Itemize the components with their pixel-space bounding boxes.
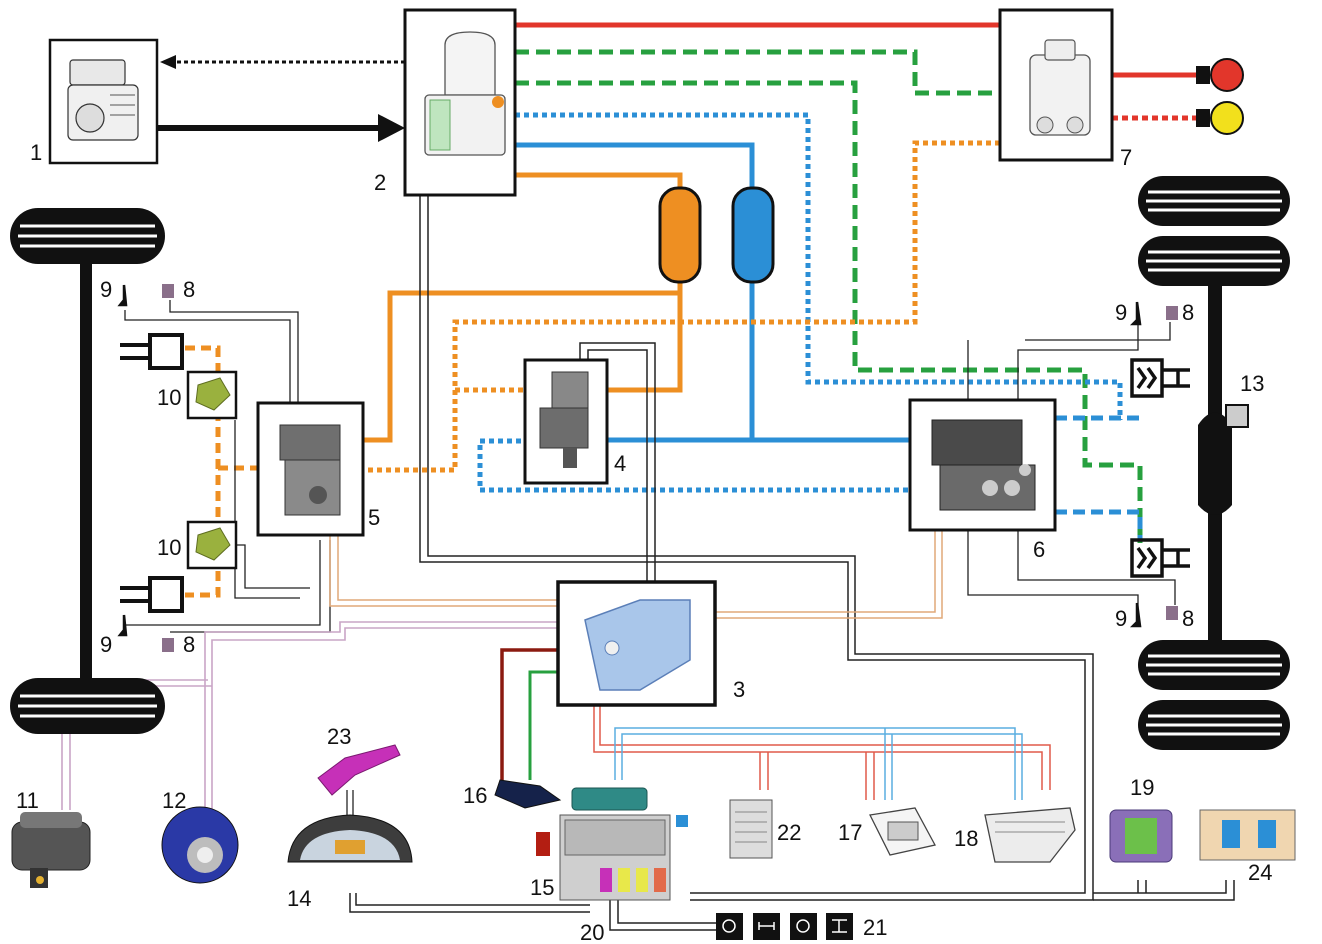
wear-sensor-rear-top (1166, 306, 1178, 320)
front-axle-modulator (258, 403, 363, 535)
label-21: 21 (863, 915, 887, 940)
blue-dotted-line-b (1055, 418, 1145, 540)
label-7: 7 (1120, 145, 1132, 170)
rear-spring-chamber-bottom (1132, 540, 1190, 576)
blue-wire-lower (615, 728, 1022, 800)
wear-sensor-rear-bottom (1166, 606, 1178, 620)
label-4: 4 (614, 451, 626, 476)
signal-line-d (1093, 880, 1234, 900)
wear-sensor-front-bottom (162, 638, 174, 652)
label-10-bottom: 10 (157, 535, 181, 560)
rear-axle-modulator (910, 400, 1055, 530)
modulator-link-front (330, 535, 560, 606)
control-module-18 (985, 808, 1075, 862)
label-10-top: 10 (157, 385, 181, 410)
label-9-rt: 9 (1115, 300, 1127, 325)
control-module-19 (1110, 810, 1172, 862)
speed-sensor-rear-top (1133, 302, 1140, 324)
front-wheel-bottom (10, 678, 165, 734)
brake-signal-transmitter-icon (12, 812, 90, 888)
rear-spring-chamber-top (1132, 360, 1190, 396)
dashboard-module-16 (495, 780, 560, 808)
label-8-fb: 8 (183, 632, 195, 657)
front-brake-chamber-bottom (120, 578, 182, 611)
green-thin-line (530, 672, 558, 780)
front-wheel-top (10, 208, 165, 264)
pressure-valve-bottom (188, 522, 236, 568)
label-16: 16 (463, 783, 487, 808)
orange-air-reservoir (660, 188, 700, 282)
label-13: 13 (1240, 371, 1264, 396)
label-12: 12 (162, 788, 186, 813)
red-wire-lower (594, 705, 1050, 800)
pressure-valve-top (188, 372, 236, 418)
relay-valve (525, 360, 607, 483)
label-2: 2 (374, 170, 386, 195)
label-17: 17 (838, 820, 862, 845)
label-18: 18 (954, 826, 978, 851)
speed-sensor-front-top (120, 285, 126, 305)
brake-lever-icon[interactable] (318, 745, 400, 795)
orange-solid-line (362, 175, 680, 440)
rear-axle (1138, 176, 1290, 750)
front-axle (10, 208, 165, 734)
label-8-ft: 8 (183, 277, 195, 302)
speed-sensor-front-bottom (120, 615, 126, 635)
label-14: 14 (287, 886, 311, 911)
air-processing-unit (405, 10, 515, 195)
axle-load-sensor (1226, 405, 1248, 427)
red-coupling-head[interactable] (1196, 59, 1243, 91)
speed-sensor-rear-bottom (1133, 603, 1140, 626)
dashboard-switches-icon[interactable] (716, 913, 853, 940)
label-9-rb: 9 (1115, 606, 1127, 631)
wear-sensor-front-top (162, 284, 174, 298)
label-22: 22 (777, 820, 801, 845)
yellow-coupling-head[interactable] (1196, 102, 1243, 134)
label-5: 5 (368, 505, 380, 530)
ebs-control-unit (558, 582, 715, 705)
trailer-control-valve (1000, 10, 1112, 160)
label-1: 1 (30, 140, 42, 165)
label-9-fb: 9 (100, 632, 112, 657)
compressor (50, 40, 157, 163)
label-11: 11 (16, 788, 39, 813)
label-9-ft: 9 (100, 277, 112, 302)
rear-axle-modulator-icon (932, 420, 1035, 510)
label-24: 24 (1248, 860, 1272, 885)
central-electric-box-icon (536, 788, 688, 900)
label-19: 19 (1130, 775, 1154, 800)
label-6: 6 (1033, 537, 1045, 562)
label-20: 20 (580, 920, 604, 944)
label-8-rb: 8 (1182, 606, 1194, 631)
label-3: 3 (733, 677, 745, 702)
instrument-cluster-icon (288, 815, 412, 862)
modulator-link-rear (715, 530, 942, 618)
front-axle-beam (80, 235, 92, 705)
label-8-rt: 8 (1182, 300, 1194, 325)
front-brake-chamber-top (120, 335, 182, 368)
label-23: 23 (327, 724, 351, 749)
green-line-upper (515, 52, 1000, 93)
label-15: 15 (530, 875, 554, 900)
front-axle-modulator-icon (280, 425, 340, 515)
control-module-22 (730, 800, 772, 858)
blue-air-reservoir (733, 188, 773, 282)
control-module-17 (870, 808, 935, 855)
control-module-24 (1200, 810, 1295, 860)
steering-angle-sensor-icon (162, 807, 238, 883)
